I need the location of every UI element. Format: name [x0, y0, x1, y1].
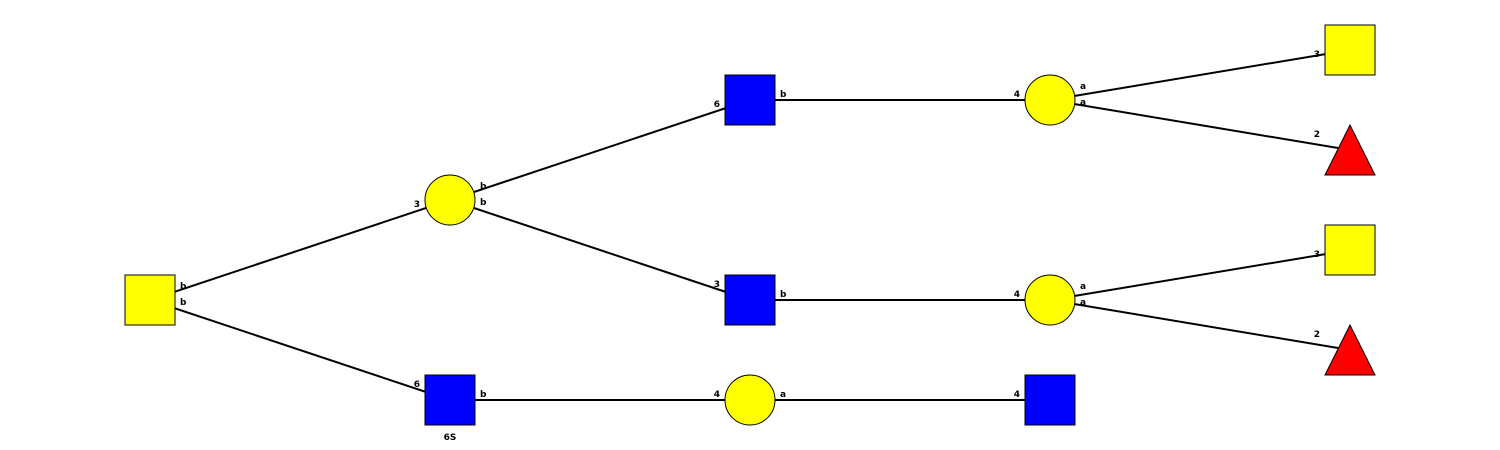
position-label-n2-n5: 4 — [714, 390, 720, 400]
anomer-label-n8-n12: a — [1080, 298, 1086, 308]
anomer-label-n7-n9: a — [1080, 82, 1086, 92]
yellow-circle-bottom — [724, 374, 776, 426]
bond-n8-n11 — [1049, 249, 1351, 301]
position-label-n5-n6: 4 — [1014, 390, 1020, 400]
nodes-layer — [124, 24, 1376, 426]
yellow-square-lower — [1324, 224, 1376, 276]
yellow-circle-middle — [1024, 274, 1076, 326]
position-label-n7-n9: 3 — [1314, 50, 1320, 60]
bond-n1-n4 — [449, 199, 751, 301]
edges-layer — [149, 49, 1351, 401]
red-triangle-upper — [1324, 123, 1376, 176]
bond-n8-n12 — [1049, 299, 1351, 351]
anomer-label-n8-n11: a — [1080, 282, 1086, 292]
position-label-n1-n3: 6 — [714, 100, 720, 110]
root-yellow-square — [124, 274, 176, 326]
position-label-n8-n12: 2 — [1314, 330, 1320, 340]
yellow-circle-upper — [1024, 74, 1076, 126]
anomer-label-n2-n5: b — [480, 390, 487, 400]
bond-n0-n1 — [149, 199, 451, 301]
position-label-n8-n11: 3 — [1314, 250, 1320, 260]
blue-square-terminal — [1024, 374, 1076, 426]
position-label-n0-n2: 6 — [414, 380, 420, 390]
blue-square-middle — [724, 274, 776, 326]
yellow-square-top — [1324, 24, 1376, 76]
position-label-n3-n7: 4 — [1014, 90, 1020, 100]
anomer-label-n4-n8: b — [780, 290, 787, 300]
position-label-n1-n4: 3 — [714, 280, 720, 290]
anomer-label-n0-n1: b — [180, 282, 187, 292]
anomer-label-n5-n6: a — [780, 390, 786, 400]
sulfate-note-label: 6S — [444, 433, 457, 443]
labels-layer: b 3 b 6 b 6 b 3 b 4 a 4 b 4 b 4 a 3 a 2 a 3 a 2 6S — [180, 50, 1320, 443]
anomer-label-n1-n4: b — [480, 198, 487, 208]
bond-n7-n9 — [1049, 49, 1351, 101]
anomer-label-n7-n10: a — [1080, 98, 1086, 108]
anomer-label-n0-n2: b — [180, 298, 187, 308]
anomer-label-n3-n7: b — [780, 90, 787, 100]
position-label-n7-n10: 2 — [1314, 130, 1320, 140]
position-label-n4-n8: 4 — [1014, 290, 1020, 300]
blue-square-6s — [424, 374, 476, 426]
bond-n1-n3 — [449, 99, 751, 201]
bond-n7-n10 — [1049, 99, 1351, 151]
yellow-circle-branch — [424, 174, 476, 226]
bond-n0-n2 — [149, 299, 451, 401]
blue-square-upper — [724, 74, 776, 126]
anomer-label-n1-n3: b — [480, 182, 487, 192]
position-label-n0-n1: 3 — [414, 200, 420, 210]
red-triangle-lower — [1324, 323, 1376, 376]
